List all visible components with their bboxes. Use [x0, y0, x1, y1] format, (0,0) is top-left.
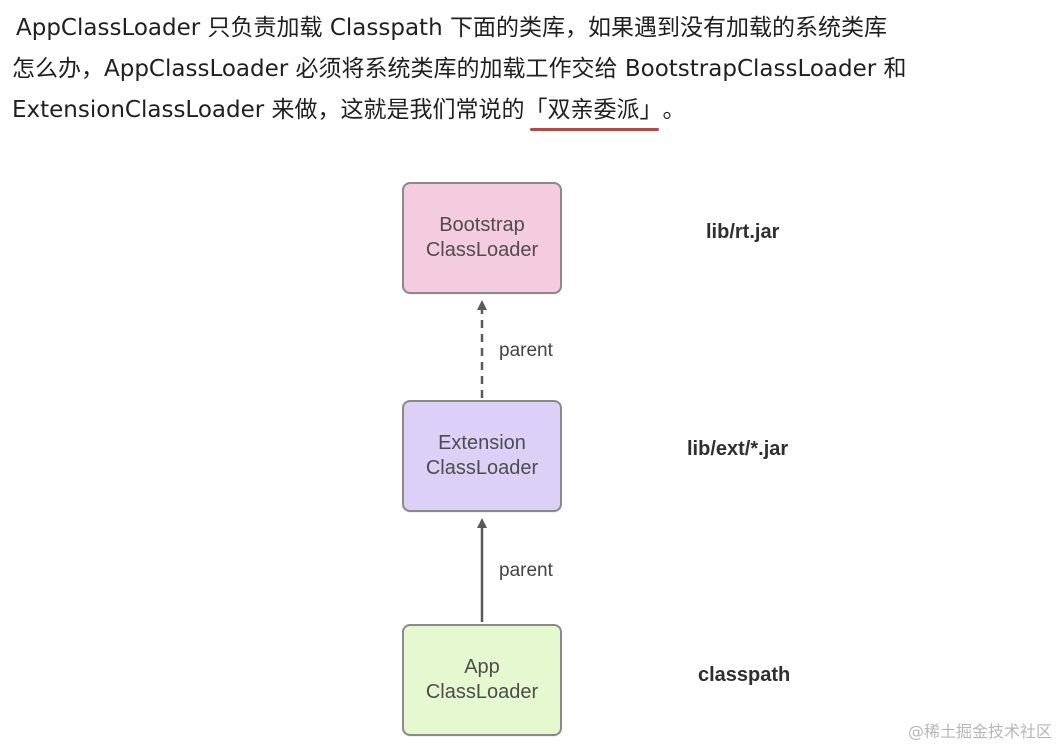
intro-line-3-before: ExtensionClassLoader 来做，这就是我们常说的 — [12, 97, 525, 123]
edge-label-parent-top: parent — [499, 340, 553, 361]
intro-line-3-after: 。 — [662, 97, 686, 123]
bootstrap-line-2: ClassLoader — [425, 239, 539, 261]
app-line-1: App — [464, 656, 500, 678]
extension-classloader-box: Extension ClassLoader — [402, 400, 562, 512]
bootstrap-line-1: Bootstrap — [439, 214, 525, 236]
intro-line-1: AppClassLoader 只负责加载 Classpath 下面的类库，如果遇… — [16, 15, 887, 41]
intro-paragraph: AppClassLoader 只负责加载 Classpath 下面的类库，如果遇… — [12, 8, 1052, 131]
bootstrap-classloader-box: Bootstrap ClassLoader — [402, 182, 562, 294]
app-classloader-box: App ClassLoader — [402, 624, 562, 736]
extension-line-2: ClassLoader — [425, 457, 539, 479]
app-path-label: classpath — [698, 664, 791, 686]
edge-label-parent-bottom: parent — [499, 560, 553, 581]
emphasis-quote: 「双亲委派」 — [525, 90, 663, 131]
extension-path-label: lib/ext/*.jar — [687, 438, 789, 460]
intro-line-3: ExtensionClassLoader 来做，这就是我们常说的「双亲委派」。 — [12, 90, 1052, 131]
extension-line-1: Extension — [438, 432, 526, 454]
app-line-2: ClassLoader — [425, 681, 539, 703]
watermark-label: @稀土掘金技术社区 — [907, 722, 1052, 741]
bootstrap-path-label: lib/rt.jar — [706, 221, 780, 243]
intro-line-2: 怎么办，AppClassLoader 必须将系统类库的加载工作交给 Bootst… — [12, 56, 907, 82]
